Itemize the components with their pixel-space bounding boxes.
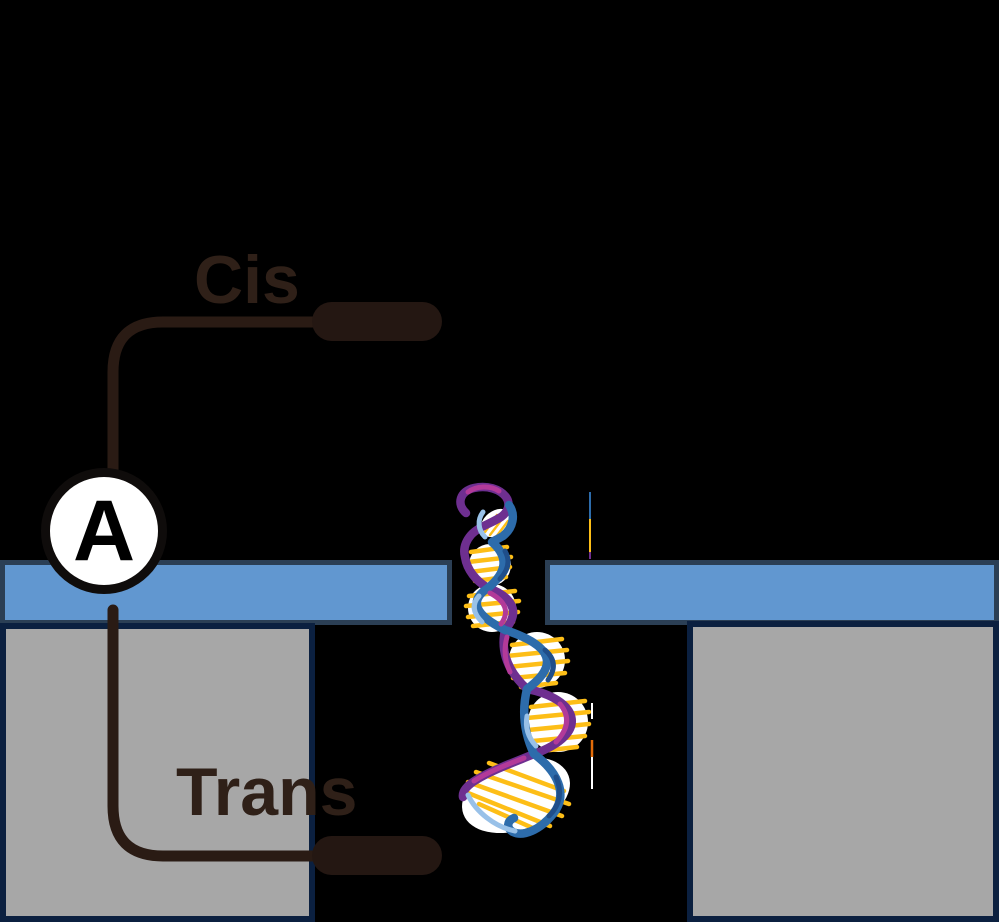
cis-electrode xyxy=(312,302,442,341)
membrane-right-segment xyxy=(545,560,999,625)
dna-strand-highlights xyxy=(465,484,569,834)
cis-wire xyxy=(107,316,326,476)
ammeter-label: A xyxy=(72,483,136,579)
well-left-block xyxy=(0,623,315,922)
well-right-block xyxy=(687,621,999,922)
trans-wire xyxy=(107,604,326,862)
dna-strand-blue xyxy=(472,500,565,838)
dna-molecule xyxy=(456,482,594,838)
trans-electrode xyxy=(312,836,442,875)
trans-label: Trans xyxy=(176,754,358,830)
cis-label: Cis xyxy=(194,242,300,318)
ammeter: A xyxy=(41,468,167,594)
